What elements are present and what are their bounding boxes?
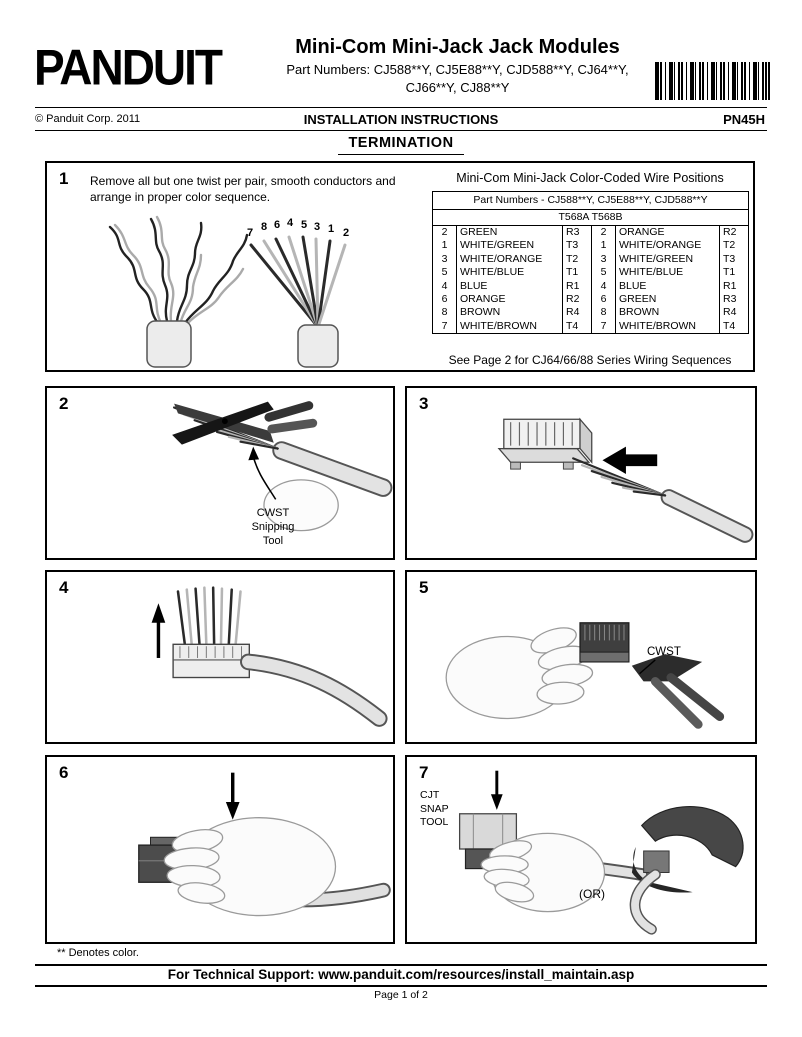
cable xyxy=(240,653,388,727)
page-title: Mini-Com Mini-Jack Jack Modules xyxy=(295,36,620,58)
wire-position-table: Part Numbers - CJ588**Y, CJ5E88**Y, CJD5… xyxy=(432,191,749,335)
copyright-text: © Panduit Corp. 2011 xyxy=(35,113,141,125)
step-1-number: 1 xyxy=(59,169,69,188)
panduit-logo: PANDUIT xyxy=(34,39,223,96)
divider xyxy=(35,107,767,108)
left-arrow-icon xyxy=(602,446,658,474)
denotes-color-note: ** Denotes color. xyxy=(57,947,139,959)
instruction-line: Remove all but one twist per pair, smoot… xyxy=(90,174,396,188)
wire-number: 7 xyxy=(247,227,254,239)
step-5-illustration xyxy=(445,622,725,729)
cjt-snap-tool-label: CJT SNAP TOOL xyxy=(420,789,449,830)
hand-outline xyxy=(263,479,339,532)
step-1-panel: 1 Remove all but one twist per pair, smo… xyxy=(45,161,755,372)
down-arrow-icon xyxy=(490,770,503,810)
wire-number: 2 xyxy=(343,227,350,239)
step-6-panel: 6 xyxy=(45,755,395,944)
label-line: Tool xyxy=(262,535,284,548)
fanned-wires xyxy=(572,457,667,497)
hand-outline xyxy=(163,817,337,917)
cable xyxy=(660,489,754,543)
step-4-illustration xyxy=(151,586,388,727)
twisted-pairs-bundle xyxy=(108,215,249,325)
wire-table-footnote: See Page 2 for CJ64/66/88 Series Wiring … xyxy=(448,353,732,367)
doc-type-text: INSTALLATION INSTRUCTIONS xyxy=(303,112,499,127)
wire-number: 5 xyxy=(301,219,308,231)
barcode xyxy=(655,62,770,100)
cwst-label: CWST xyxy=(647,646,681,658)
wire-number: 6 xyxy=(274,219,281,231)
label-line: CJT xyxy=(420,789,440,801)
meta-row: © Panduit Corp. 2011 INSTALLATION INSTRU… xyxy=(35,111,767,129)
step-4-number: 4 xyxy=(59,578,69,597)
part-numbers-line2: CJ66**Y, CJ88**Y xyxy=(405,80,510,95)
or-label: (OR) xyxy=(579,887,605,901)
snipping-tool-icon xyxy=(172,401,318,445)
wire-number: 3 xyxy=(314,221,321,233)
step-7-panel: 7 xyxy=(405,755,757,944)
cable-jacket xyxy=(297,324,339,368)
technical-support-text: For Technical Support: www.panduit.com/r… xyxy=(167,967,635,982)
step-5-number: 5 xyxy=(419,578,429,597)
step-2-panel: 2 xyxy=(45,386,395,560)
divider xyxy=(35,964,767,966)
callout-line xyxy=(639,659,656,675)
jack-module-icon xyxy=(579,622,630,663)
down-arrow-icon xyxy=(225,772,240,820)
section-title: TERMINATION xyxy=(338,135,464,155)
wire-number: 8 xyxy=(261,221,268,233)
label-line: SNAP xyxy=(420,802,449,815)
up-arrow-icon xyxy=(151,603,166,658)
divider xyxy=(35,985,767,987)
part-numbers-line1: Part Numbers: CJ588**Y, CJ5E88**Y, CJD58… xyxy=(286,62,629,77)
wire-table-title: Mini-Com Mini-Jack Color-Coded Wire Posi… xyxy=(456,171,724,185)
step-2-illustration xyxy=(172,401,393,532)
label-line: TOOL xyxy=(420,816,449,829)
wire-preparation-illustration xyxy=(108,215,347,368)
header-title-block: Mini-Com Mini-Jack Jack Modules Part Num… xyxy=(255,36,660,95)
step-3-number: 3 xyxy=(419,394,429,413)
callout-arrow-icon xyxy=(248,446,277,500)
fanned-wires-bundle xyxy=(249,235,347,329)
wire-number: 4 xyxy=(287,217,294,229)
step-1-instruction: Remove all but one twist per pair, smoot… xyxy=(90,174,435,206)
page-number: Page 1 of 2 xyxy=(374,989,428,1001)
step-3-panel: 3 xyxy=(405,386,757,560)
step-6-illustration xyxy=(138,772,391,917)
cwst-tool-icon xyxy=(631,654,725,729)
doc-code: PN45H xyxy=(723,112,765,127)
cable xyxy=(272,441,393,497)
step-3-illustration xyxy=(497,417,754,543)
instruction-line: arrange in proper color sequence. xyxy=(90,189,271,204)
section-title-wrap: TERMINATION xyxy=(0,134,802,155)
step-7-illustration xyxy=(458,770,744,935)
label-line: Snipping xyxy=(251,521,295,534)
divider xyxy=(35,130,767,131)
step-4-panel: 4 xyxy=(45,570,395,744)
label-line: CWST xyxy=(256,507,290,519)
jack-module-icon xyxy=(172,643,250,679)
wire-number: 1 xyxy=(328,223,335,235)
step-7-number: 7 xyxy=(419,763,429,782)
table-header-standards: T568A T568B xyxy=(432,209,749,226)
hand-outline xyxy=(445,627,594,720)
step-2-number: 2 xyxy=(59,394,69,413)
handheld-termination-tool-icon xyxy=(629,806,744,935)
cable-jacket xyxy=(146,320,192,368)
step-6-number: 6 xyxy=(59,763,69,782)
hand-outline xyxy=(480,832,606,913)
jack-module-icon xyxy=(497,417,593,470)
cwst-snipping-tool-label: CWST Snipping Tool xyxy=(237,506,309,548)
step-5-panel: 5 xyxy=(405,570,757,744)
table-header-part-numbers: Part Numbers - CJ588**Y, CJ5E88**Y, CJD5… xyxy=(432,191,749,210)
vertical-wires xyxy=(176,586,242,646)
